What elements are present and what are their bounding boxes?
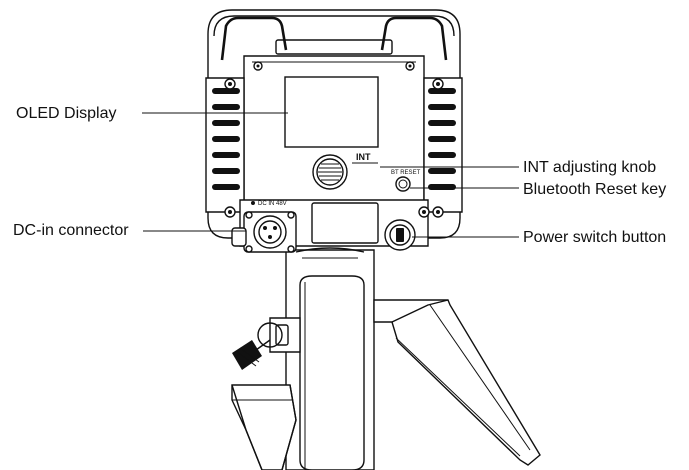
left-grip-fins [212, 88, 240, 190]
dc-in-marking: DC IN 48V [258, 201, 287, 207]
bluetooth-reset-key[interactable] [395, 176, 411, 192]
stand-yoke [231, 247, 541, 470]
right-grip-fins [428, 88, 456, 190]
int-marking: INT [356, 152, 371, 162]
dc-in-indicator-icon [251, 201, 255, 205]
housing-screws [224, 61, 444, 218]
callout-power-switch-button-label: Power switch button [523, 229, 666, 246]
tension-knob-icon [232, 339, 271, 370]
callout-int-adjusting-knob-label: INT adjusting knob [523, 159, 656, 176]
callout-bluetooth-reset-key-label: Bluetooth Reset key [523, 181, 666, 198]
callout-oled-display: OLED Display [16, 105, 288, 122]
oled-display [284, 76, 379, 148]
bt-reset-marking: BT RESET [391, 170, 421, 176]
callout-bluetooth-reset-key: Bluetooth Reset key [410, 181, 666, 198]
callout-int-adjusting-knob: INT adjusting knob [380, 159, 656, 176]
callout-power-switch-button: Power switch button [412, 229, 666, 246]
int-adjusting-knob[interactable] [312, 154, 348, 190]
callout-dc-in-connector: DC-in connector [13, 222, 246, 239]
power-switch-button[interactable] [384, 219, 416, 251]
dc-in-connector[interactable] [231, 211, 297, 253]
callout-oled-display-label: OLED Display [16, 105, 116, 122]
callout-dc-in-connector-label: DC-in connector [13, 222, 129, 239]
